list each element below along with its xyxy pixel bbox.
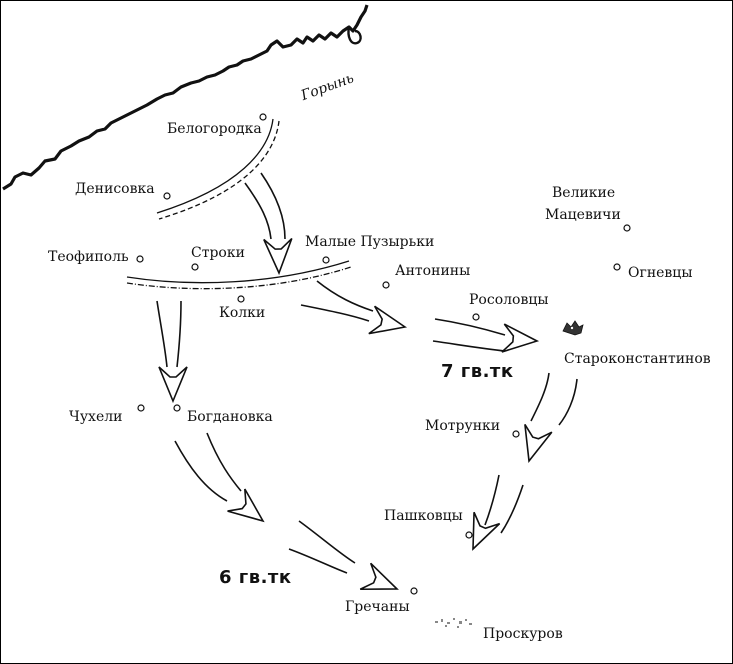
town-label-starokonstantinov: Староконстантинов — [564, 351, 711, 367]
arrow-kolki-east — [300, 280, 409, 342]
marker-grechany — [410, 587, 418, 595]
town-label-teofipol: Теофиполь — [48, 249, 129, 265]
unit-label-7-guards-tank-corps: 7 гв.тк — [441, 361, 514, 382]
marker-denisovka — [163, 192, 171, 200]
city-blot-starokonstantinov — [562, 320, 584, 336]
marker-rosolovtsy — [472, 313, 480, 321]
town-label-motrunki: Мотрунки — [425, 418, 501, 434]
marker-ognevtsy — [613, 263, 621, 271]
town-label-bogdanovka: Богдановка — [187, 409, 273, 425]
town-label-rosolovtsy: Росоловцы — [469, 292, 549, 308]
town-label-ognevtsy: Огневцы — [628, 265, 693, 281]
marker-velikie-matsevichi — [623, 224, 631, 232]
arrow-down-to-bogdanovka — [156, 300, 188, 402]
arrow-to-pashkovtsy — [459, 474, 524, 556]
town-label-proskurov: Проскуров — [483, 626, 563, 642]
defence-line-north-a — [156, 118, 274, 214]
river-goryn — [2, 4, 369, 191]
town-label-antoniny: Антонины — [395, 263, 471, 279]
town-label-stroki: Строки — [191, 245, 245, 261]
town-label-kolki: Колки — [219, 305, 266, 321]
river-goryn-bend — [347, 26, 362, 45]
marker-motrunki — [512, 430, 520, 438]
town-label-denisovka: Денисовка — [75, 181, 155, 197]
arrow-starokonstantinov-south — [514, 372, 578, 466]
town-label-chukheli: Чухели — [69, 409, 123, 425]
arrow-bogdanovka-southeast — [174, 432, 273, 533]
marker-antoniny — [382, 281, 390, 289]
arrow-to-starokonstantinov — [432, 318, 540, 356]
arrow-to-grechany — [288, 520, 404, 603]
town-label-malye-puzyrki: Малые Пузырьки — [305, 234, 435, 250]
marker-teofipol — [136, 255, 144, 263]
marker-stroki — [191, 263, 199, 271]
marker-pashkovtsy — [465, 531, 473, 539]
marker-chukheli — [137, 404, 145, 412]
defence-line-middle-b — [126, 266, 352, 290]
marker-malye-puzyrki — [322, 256, 330, 264]
arrow-north-to-stroki — [244, 172, 294, 275]
marker-belogorodka — [259, 113, 267, 121]
city-marks-proskurov — [435, 618, 472, 628]
marker-bogdanovka — [173, 404, 181, 412]
town-label-matsevichi: Мацевичи — [545, 207, 621, 223]
marker-kolki — [237, 295, 245, 303]
town-label-velikie: Великие — [552, 185, 616, 201]
town-label-grechany: Гречаны — [345, 599, 410, 615]
unit-label-6-guards-tank-corps: 6 гв.тк — [219, 567, 292, 588]
defence-line-north-b — [158, 120, 280, 220]
defence-line-middle-a — [126, 260, 350, 284]
town-label-pashkovtsy: Пашковцы — [384, 508, 463, 524]
town-label-belogorodka: Белогородка — [167, 121, 262, 137]
